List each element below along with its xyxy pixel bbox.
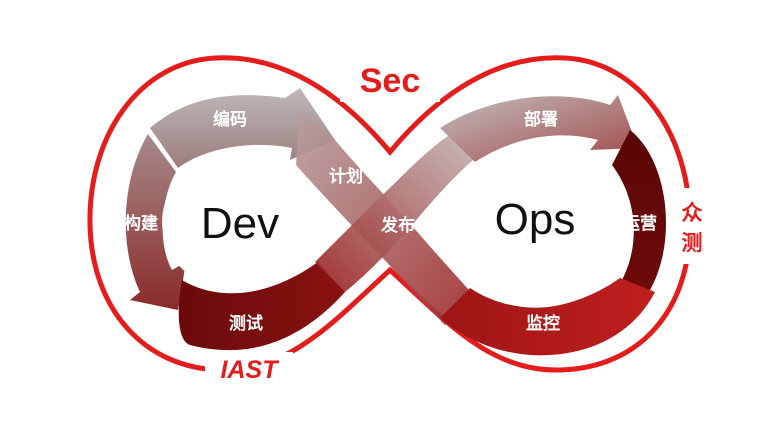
segment-build [125, 134, 186, 310]
right-label-char-1: 众 [682, 201, 703, 225]
stage-label-operate: 运营 [623, 213, 657, 234]
segment-release [315, 128, 485, 292]
stage-label-coding: 编码 [213, 109, 247, 130]
sec-label-bg [340, 58, 440, 102]
segment-operate [612, 130, 667, 295]
dev-label: Dev [201, 199, 279, 248]
stage-label-build: 构建 [124, 213, 158, 234]
sec-label: Sec [360, 62, 421, 100]
segment-deploy [440, 95, 638, 162]
dev-circle [162, 152, 318, 292]
stage-label-deploy: 部署 [524, 109, 558, 130]
ops-circle [460, 152, 616, 292]
iast-label: IAST [221, 356, 281, 384]
outer-red-outline [87, 55, 693, 373]
iast-label-bg [205, 352, 293, 386]
stage-label-plan: 计划 [329, 166, 363, 187]
ops-label: Ops [495, 195, 576, 244]
stage-label-monitor: 监控 [526, 313, 560, 334]
right-label-bg [674, 188, 708, 264]
stage-label-release: 发布 [380, 215, 415, 236]
right-label-char-2: 测 [682, 231, 703, 255]
stage-label-test: 测试 [229, 313, 263, 334]
segment-test [178, 262, 345, 351]
segment-coding [150, 88, 335, 168]
segment-monitor [440, 278, 655, 356]
